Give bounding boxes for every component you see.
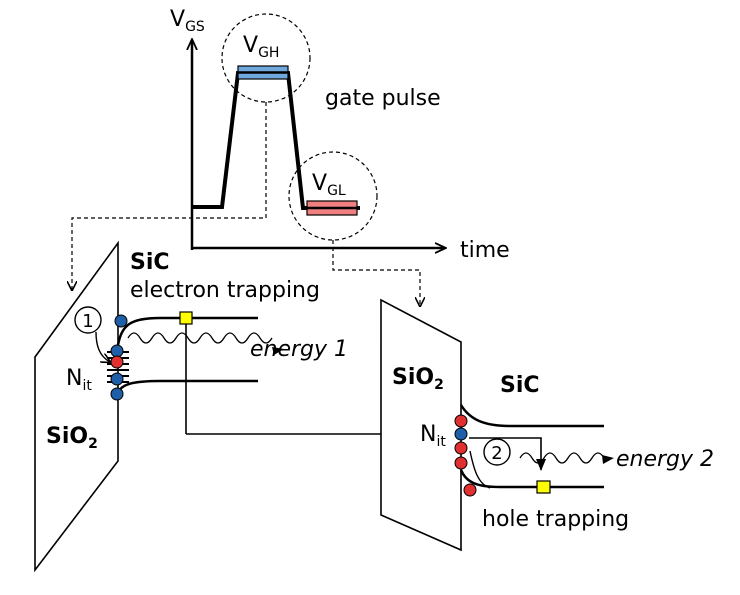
left-valence-band xyxy=(116,379,258,393)
step-1-circle xyxy=(74,306,102,334)
electron-dot xyxy=(110,387,124,401)
left-oxide-block xyxy=(34,240,119,573)
right-oxide-label: SiO2 xyxy=(392,365,444,393)
hole-trapping-diagram: SiO2 SiC Nit 2 energy 2 hole trapping xyxy=(380,298,714,552)
electron-trapping-label: electron trapping xyxy=(130,278,320,303)
hole-dot xyxy=(454,414,468,428)
gate-pulse-title: gate pulse xyxy=(325,86,441,111)
electron-dot xyxy=(114,314,128,328)
hole-dot xyxy=(110,355,124,369)
right-fermi-marker xyxy=(536,480,551,494)
electron-dot xyxy=(454,427,468,441)
left-oxide-label: SiO2 xyxy=(46,424,98,452)
hole-dot xyxy=(463,483,477,497)
time-axis-label: time xyxy=(460,238,510,263)
left-conduction-band xyxy=(116,316,258,346)
vgh-dashed-circle xyxy=(221,13,311,103)
vgl-dashed-circle xyxy=(288,151,378,241)
electron-capture-arrow xyxy=(95,331,110,362)
hole-dot xyxy=(454,441,468,455)
vgl-label: VGL xyxy=(312,171,346,199)
energy-2-wave xyxy=(519,452,605,464)
right-sic-label: SiC xyxy=(500,373,540,398)
energy-1-label: energy 1 xyxy=(250,337,348,362)
hole-trapping-label: hole trapping xyxy=(482,507,629,532)
right-oxide-block xyxy=(380,298,462,552)
gate-pulse-plot: VGS time gate pulse VGH VGL xyxy=(72,7,510,306)
vgs-axis-label: VGS xyxy=(170,7,205,35)
energy-1-wave xyxy=(127,332,273,344)
step-2-number: 2 xyxy=(491,443,502,464)
vgh-connector xyxy=(72,102,267,290)
electron-dot xyxy=(110,344,124,358)
step-1-number: 1 xyxy=(82,311,93,332)
hole-capture-curve xyxy=(469,450,491,489)
hole-dot xyxy=(454,456,468,470)
step-2-circle xyxy=(483,438,511,466)
energy-2-label: energy 2 xyxy=(616,447,714,472)
left-nit-label: Nit xyxy=(66,366,92,394)
electron-dot xyxy=(110,372,124,386)
right-valence-band xyxy=(459,469,604,489)
hole-capture-path xyxy=(469,437,546,471)
fermi-level-marker xyxy=(179,311,193,325)
left-sic-label: SiC xyxy=(130,250,170,275)
right-nit-label: Nit xyxy=(420,422,446,450)
vgh-label: VGH xyxy=(243,33,279,61)
right-conduction-band xyxy=(459,404,604,428)
vgl-connector xyxy=(332,240,420,306)
electron-trapping-diagram: SiO2 SiC electron trapping Nit 1 energy … xyxy=(34,240,412,573)
